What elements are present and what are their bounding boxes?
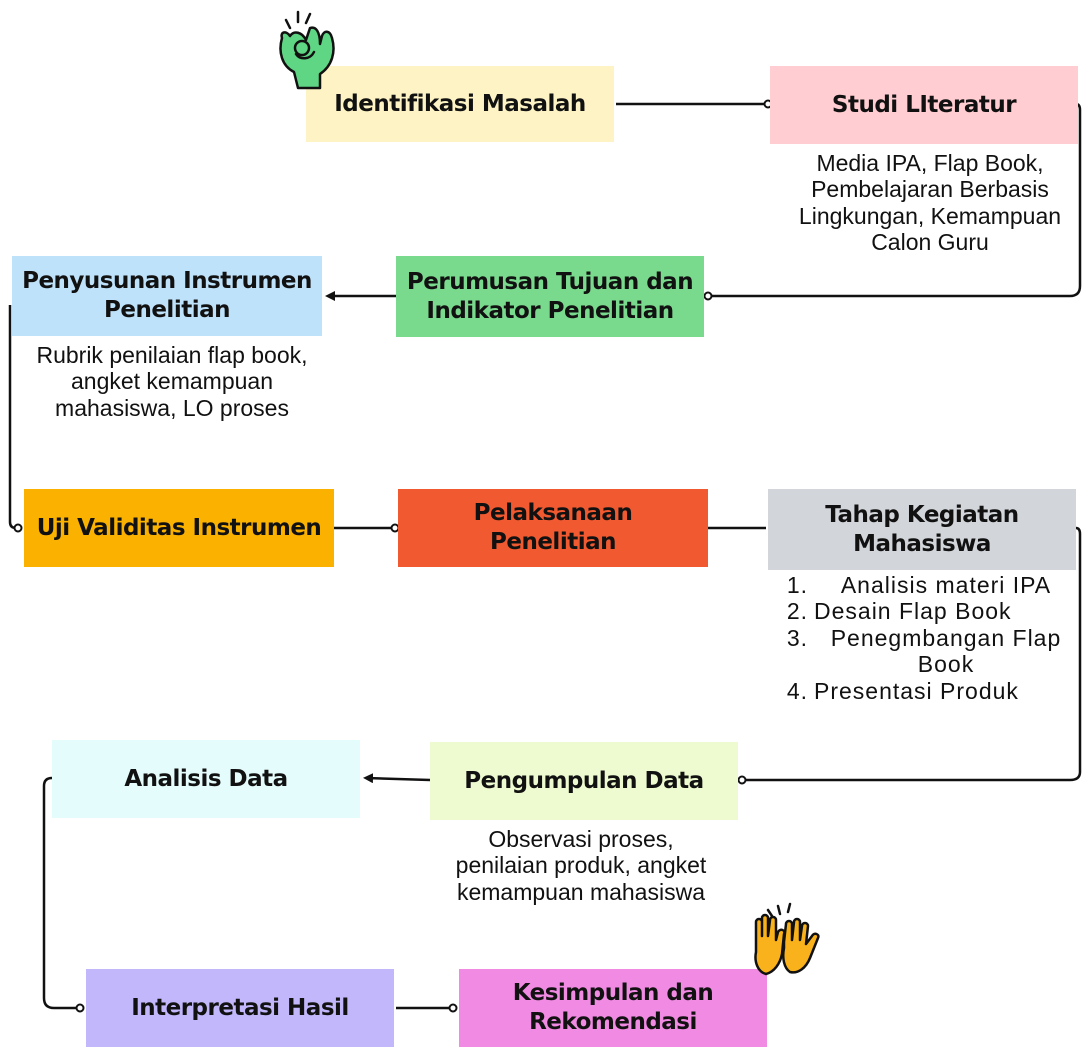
note-studi-literatur: Media IPA, Flap Book, Pembelajaran Berba…	[798, 150, 1062, 256]
line-tahap-pengumpulan	[744, 526, 1082, 782]
note-pengumpulan-data: Observasi proses, penilaian produk, angk…	[455, 826, 707, 905]
note-penyusunan-instrumen: Rubrik penilaian flap book, angket kemam…	[36, 342, 308, 421]
list-item: 4. Presentasi Produk	[786, 677, 1019, 704]
list-item: 3. Penegmbangan Flap Book	[786, 624, 1062, 678]
connector-dot	[75, 1003, 85, 1013]
node-analisis-data: Analisis Data	[52, 740, 360, 818]
node-interpretasi-hasil: Interpretasi Hasil	[86, 969, 394, 1047]
line-studi-perumusan	[710, 102, 1082, 298]
node-pengumpulan-data: Pengumpulan Data	[430, 742, 738, 820]
line-analisis-interpretasi	[42, 776, 78, 1010]
list-item: 2. Desain Flap Book	[786, 598, 1012, 625]
connector-dot	[737, 775, 747, 785]
connector-dot	[448, 1003, 458, 1013]
ok-hand-icon	[279, 10, 335, 90]
list-item: 1. Analisis materi IPA	[786, 572, 1052, 598]
high-five-icon	[754, 902, 820, 976]
node-uji-validitas: Uji Validitas Instrumen	[24, 489, 334, 567]
node-tahap-kegiatan: Tahap Kegiatan Mahasiswa	[768, 489, 1076, 570]
node-penyusunan-instrumen: Penyusunan Instrumen Penelitian	[12, 256, 322, 336]
node-pelaksanaan-penelitian: Pelaksanaan Penelitian	[398, 489, 708, 567]
node-perumusan-tujuan: Perumusan Tujuan dan Indikator Penelitia…	[396, 256, 704, 337]
node-kesimpulan-rekomendasi: Kesimpulan dan Rekomendasi	[459, 969, 767, 1047]
connector-dot	[703, 291, 713, 301]
line-pengumpulan-analisis	[363, 773, 431, 784]
node-identifikasi-masalah: Identifikasi Masalah	[306, 66, 614, 142]
tahap-steps-list: 1. Analisis materi IPA 2. Desain Flap Bo…	[772, 572, 1078, 704]
node-studi-literatur: Studi LIteratur	[770, 66, 1078, 144]
connector-dot	[13, 523, 23, 533]
